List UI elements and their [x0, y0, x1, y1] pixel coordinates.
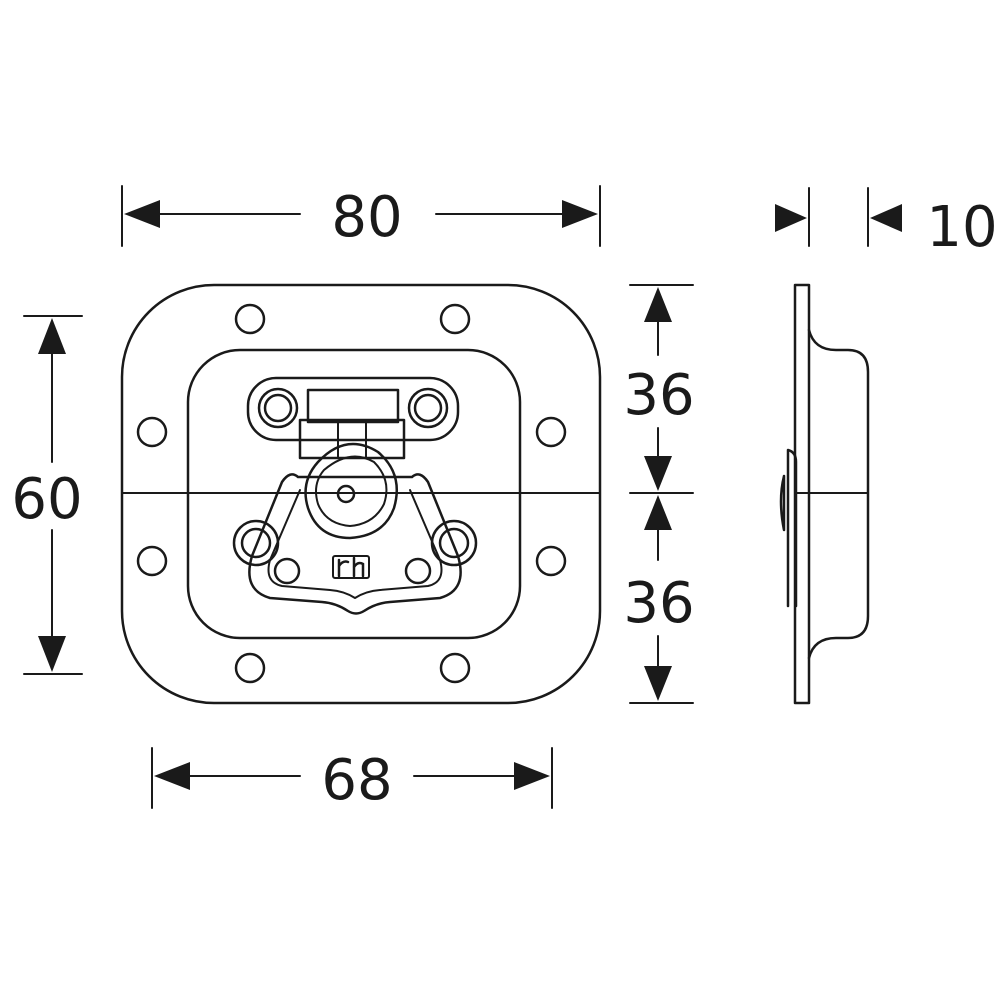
cam-pivot: [336, 484, 356, 504]
dimension-upper-half-label: 36: [623, 363, 694, 428]
dimension-top-width: 80: [121, 185, 601, 250]
dimension-depth-label: 10: [926, 195, 997, 260]
mounting-hole: [234, 303, 266, 335]
dimension-upper-half: 36: [623, 284, 695, 494]
mounting-hole: [535, 545, 567, 577]
mounting-hole: [136, 416, 168, 448]
mounting-hole: [439, 652, 471, 684]
mounting-hole: [136, 545, 168, 577]
front-view: [120, 283, 602, 705]
hinge-bracket: [246, 376, 460, 460]
dimension-top-width-label: 80: [331, 185, 402, 250]
mounting-hole: [439, 303, 471, 335]
dimension-height-label: 60: [11, 467, 82, 532]
dimension-bottom-width: 68: [151, 747, 553, 813]
mounting-hole: [234, 652, 266, 684]
dimension-depth: 10: [775, 187, 998, 260]
mounting-hole: [535, 416, 567, 448]
latch-cam: [304, 442, 398, 540]
side-view: [779, 283, 870, 705]
dimension-height: 60: [11, 315, 83, 675]
dimension-lower-half-label: 36: [623, 571, 694, 636]
mounting-holes: [136, 303, 567, 684]
dimension-bottom-width-label: 68: [321, 748, 392, 813]
latch-handle: [248, 473, 462, 615]
brand-logo: [332, 555, 370, 579]
dimension-lower-half: 36: [623, 495, 695, 704]
side-latch-profile: [779, 448, 798, 608]
